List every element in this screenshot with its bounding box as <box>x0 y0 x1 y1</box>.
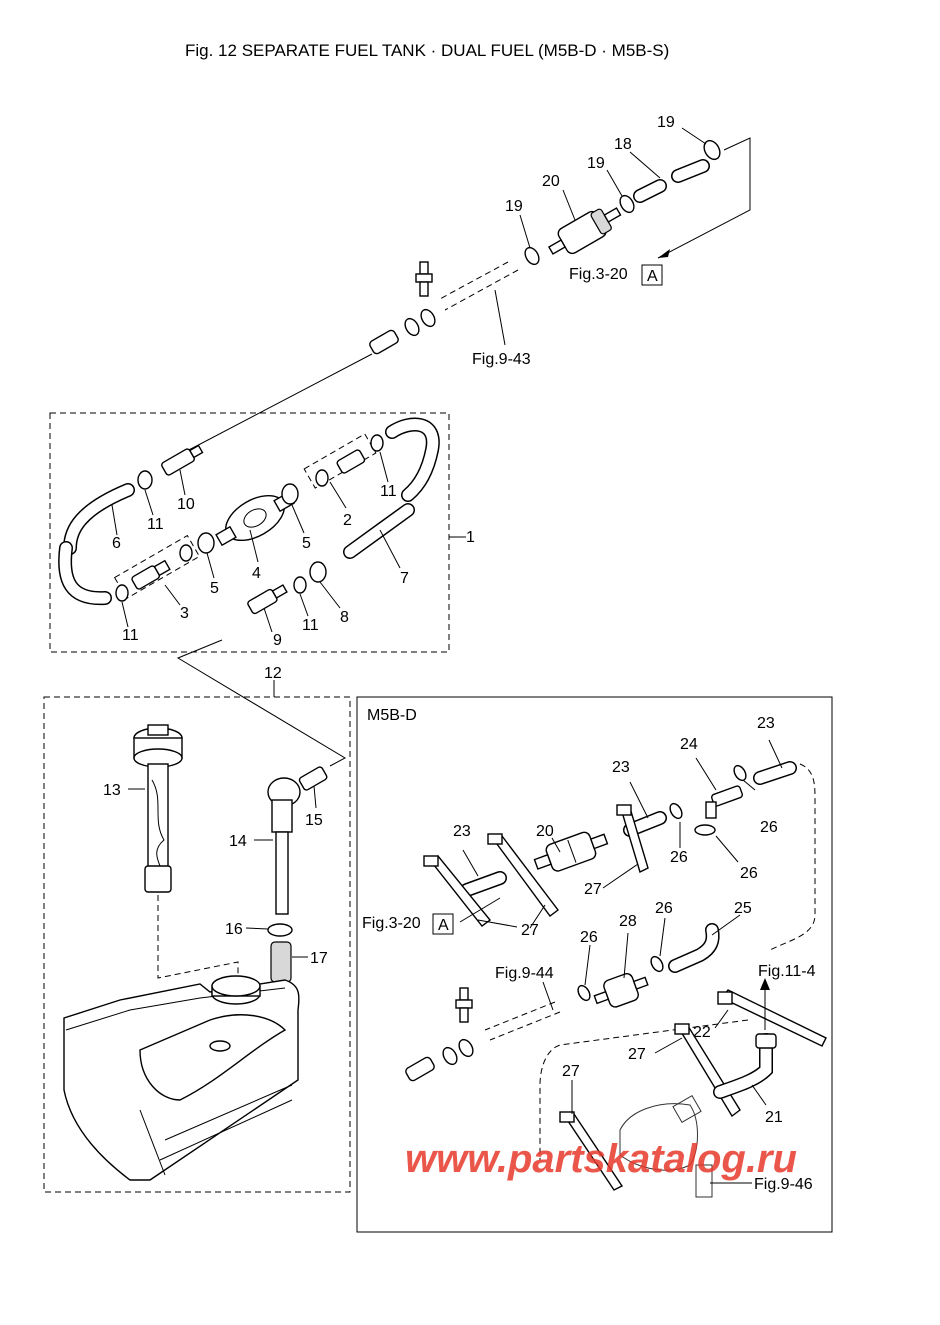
fuel-filter-20 <box>548 207 622 255</box>
fitting-10 <box>161 444 204 476</box>
assembly-box-12 <box>43 696 351 1193</box>
tank-assembly <box>63 724 328 1181</box>
ring-11-a <box>137 470 153 490</box>
callout-9: 9 <box>273 632 282 649</box>
ring-5-b <box>281 483 299 505</box>
callout-19c: 19 <box>505 198 523 215</box>
m5b-d-assembly <box>405 739 827 1198</box>
callout-5a: 5 <box>210 580 219 597</box>
callout-11c: 11 <box>302 617 319 634</box>
top-filter-assembly <box>519 127 751 266</box>
top-connector-assembly <box>184 261 519 453</box>
callout-17: 17 <box>310 950 328 967</box>
cable-ties-27 <box>423 804 827 1191</box>
callout-28: 28 <box>619 913 637 930</box>
callout-23a: 23 <box>453 823 471 840</box>
fuel-gauge-13 <box>133 724 183 893</box>
callout-20b: 20 <box>536 823 554 840</box>
clip-19-mid <box>619 194 635 214</box>
clip-19-top <box>703 139 721 161</box>
callout-12: 12 <box>264 665 282 682</box>
fuel-filter-20-inset <box>533 831 609 872</box>
callout-27c: 27 <box>628 1046 646 1063</box>
watermark: www.partskatalog.ru <box>405 1137 797 1181</box>
filter-17 <box>270 941 292 983</box>
callout-1: 1 <box>466 529 475 546</box>
callout-11d: 11 <box>380 483 397 500</box>
callout-26d: 26 <box>655 900 673 917</box>
ref-box-a-top-text: A <box>647 268 658 285</box>
fitting-9 <box>247 584 288 615</box>
callout-10: 10 <box>177 496 195 513</box>
clip-19-lower <box>524 246 540 266</box>
figure-title: Fig. 12 SEPARATE FUEL TANK · DUAL FUEL (… <box>185 41 669 60</box>
figure-references: Fig.3-20 A Fig.9-43 Fig.3-20 A Fig.9-44 … <box>362 264 816 1193</box>
callout-26a: 26 <box>670 849 688 866</box>
ring-11-b <box>115 584 129 602</box>
callout-labels: 1 2 3 4 5 5 6 7 8 9 10 11 11 11 11 12 13… <box>103 114 783 1126</box>
callout-8: 8 <box>340 609 349 626</box>
callout-14: 14 <box>229 833 247 850</box>
callout-3: 3 <box>180 605 189 622</box>
ring-11-d <box>293 576 307 594</box>
ring-11-c <box>370 434 384 452</box>
callout-19a: 19 <box>657 114 675 131</box>
callout-18: 18 <box>614 136 632 153</box>
callout-2: 2 <box>343 512 352 529</box>
callout-24: 24 <box>680 736 698 753</box>
callout-11b: 11 <box>122 627 139 644</box>
callout-26b: 26 <box>740 865 758 882</box>
callout-5b: 5 <box>302 535 311 552</box>
connector-3 <box>131 559 171 590</box>
callout-6: 6 <box>112 535 121 552</box>
callout-25: 25 <box>734 900 752 917</box>
ref-box-a-inset <box>432 913 454 935</box>
primer-bulb-4 <box>215 491 295 547</box>
callout-22: 22 <box>693 1024 711 1041</box>
inset-label: M5B-D <box>367 707 417 724</box>
tee-24 <box>705 785 744 819</box>
callout-26e: 26 <box>580 929 598 946</box>
ref-fig3-20-inset[interactable]: Fig.3-20 <box>362 915 421 932</box>
callout-16: 16 <box>225 921 243 938</box>
callout-27a: 27 <box>521 922 539 939</box>
bolt <box>419 261 429 275</box>
ref-fig9-44[interactable]: Fig.9-44 <box>495 965 554 982</box>
callout-23b: 23 <box>612 759 630 776</box>
pickup-tube-14 <box>267 777 301 915</box>
o-ring-16 <box>267 923 293 937</box>
callout-13: 13 <box>103 782 121 799</box>
fitting-15 <box>298 766 328 791</box>
callout-19b: 19 <box>587 155 605 172</box>
primer-assembly <box>58 417 440 633</box>
callout-4: 4 <box>252 565 261 582</box>
connector-2 <box>336 449 366 474</box>
callout-23c: 23 <box>757 715 775 732</box>
ref-fig9-46[interactable]: Fig.9-46 <box>754 1176 813 1193</box>
ref-fig3-20-top[interactable]: Fig.3-20 <box>569 266 628 283</box>
callout-26c: 26 <box>760 819 778 836</box>
inset-box-m5b-d <box>356 696 833 1233</box>
ref-fig11-4[interactable]: Fig.11-4 <box>758 963 816 980</box>
part-28 <box>593 973 649 1008</box>
ring-8 <box>309 561 327 583</box>
callout-21: 21 <box>765 1109 783 1126</box>
callout-27b: 27 <box>584 881 602 898</box>
callout-7: 7 <box>400 570 409 587</box>
ref-box-a-inset-text: A <box>438 917 449 934</box>
ref-fig9-43[interactable]: Fig.9-43 <box>472 351 531 368</box>
fuel-tank <box>63 975 300 1181</box>
ref-box-a-top <box>641 264 663 286</box>
callout-15: 15 <box>305 812 323 829</box>
callout-11a: 11 <box>147 516 164 533</box>
ring-5-a <box>197 532 215 554</box>
callout-27d: 27 <box>562 1063 580 1080</box>
engine-fitting <box>619 1095 713 1198</box>
callout-20a: 20 <box>542 173 560 190</box>
